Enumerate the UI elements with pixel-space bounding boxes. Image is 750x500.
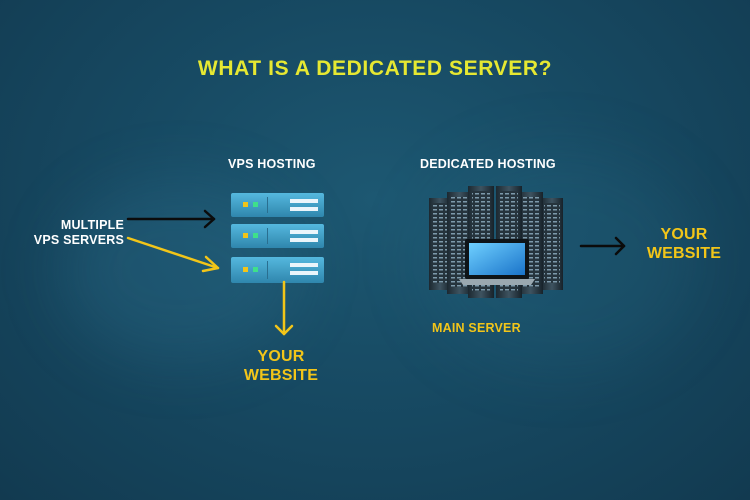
vps-website-line1: YOUR <box>257 348 305 365</box>
dedicated-your-website: YOUR WEBSITE <box>638 225 730 263</box>
yellow-arrow-to-vps <box>126 236 220 273</box>
vps-website-line2: WEBSITE <box>243 367 319 384</box>
vps-your-website: YOUR WEBSITE <box>231 347 331 385</box>
multiple-vps-label: MULTIPLE VPS SERVERS <box>20 218 124 248</box>
black-arrow-to-website <box>579 236 626 256</box>
page-title: WHAT IS A DEDICATED SERVER? <box>197 57 553 80</box>
multiple-vps-line1: MULTIPLE <box>60 218 124 232</box>
multiple-vps-line2: VPS SERVERS <box>33 233 124 247</box>
black-arrow-to-vps <box>126 209 216 229</box>
dedicated-hosting-label: DEDICATED HOSTING <box>420 157 556 171</box>
dedicated-website-line2: WEBSITE <box>646 245 722 262</box>
vps-hosting-label: VPS HOSTING <box>228 157 316 171</box>
main-server-label: MAIN SERVER <box>432 321 521 335</box>
vps-server-stack <box>231 193 324 283</box>
dedicated-website-line1: YOUR <box>660 226 708 243</box>
yellow-arrow-down <box>274 280 294 336</box>
dedicated-server-racks <box>429 186 563 298</box>
laptop-icon <box>459 239 535 285</box>
